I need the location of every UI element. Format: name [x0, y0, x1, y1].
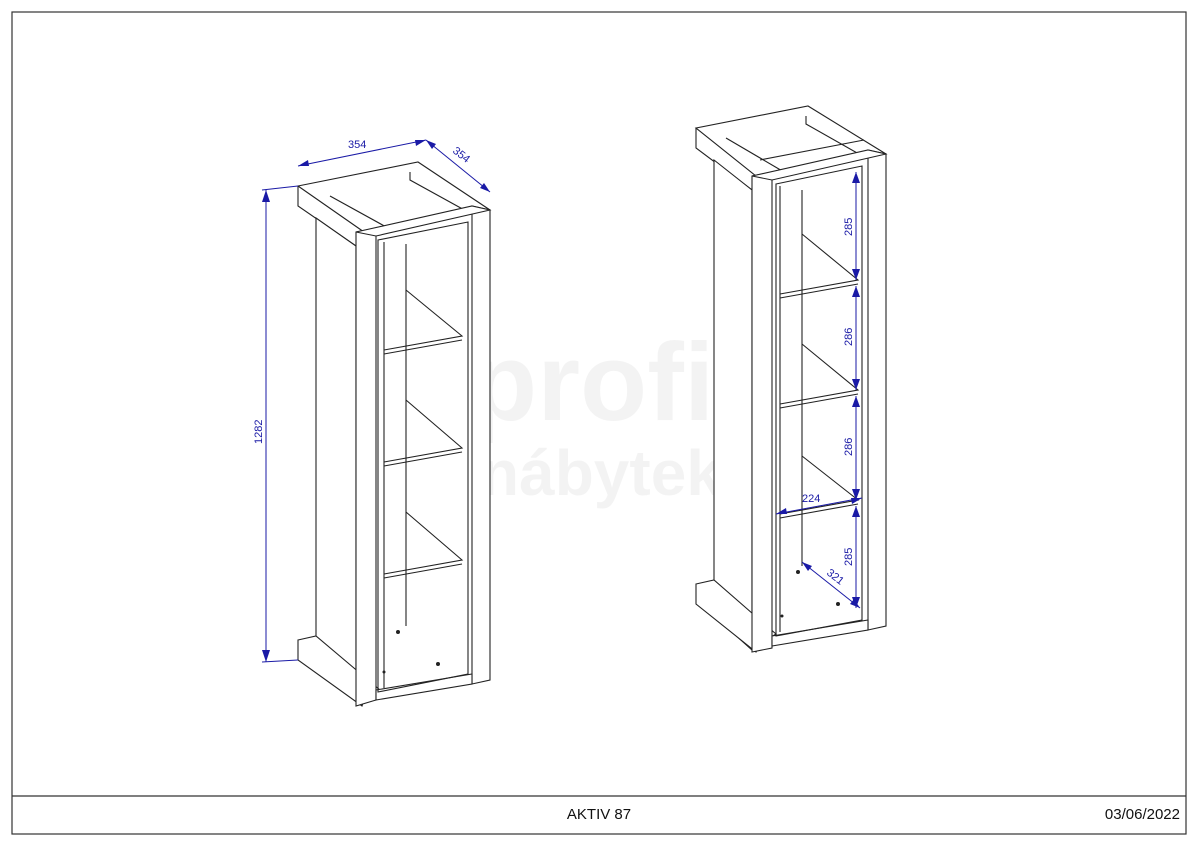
right-shelf-1 [779, 233, 860, 295]
right-interior-opening [775, 165, 863, 637]
left-top-line [329, 195, 389, 229]
right-dim-shelf-2-label: 286 [843, 328, 855, 346]
right-dim-shelf-4-label: 285 [843, 548, 855, 566]
left-top-plate [296, 161, 492, 233]
left-dim-width-label: 354 [348, 139, 366, 151]
right-dim-inner-depth-label: 321 [824, 567, 846, 588]
sheet-border [11, 11, 1187, 835]
left-top-notch [409, 172, 469, 213]
right-front-bottom-rail [771, 619, 869, 647]
left-shelves [382, 244, 464, 674]
left-shelf-1 [383, 289, 464, 351]
left-dim-height: 1282 [253, 185, 299, 663]
right-dim-shelf-3-label: 286 [843, 438, 855, 456]
left-side-panel [315, 216, 357, 692]
right-dim-shelf-1-label: 285 [843, 218, 855, 236]
left-cabinet-view: 354 354 1282 [253, 139, 492, 707]
right-cabinet-view: 285 286 286 285 224 321 [694, 105, 888, 653]
left-shelf-2 [383, 399, 464, 463]
right-dim-shelf-spacing: 285 286 286 285 [843, 172, 860, 608]
right-dim-inner-width-label: 224 [802, 493, 820, 505]
right-shelf-2 [779, 343, 860, 405]
right-front-post-right [867, 149, 887, 631]
left-front-post-left [355, 227, 377, 707]
left-dim-width: 354 [297, 139, 427, 167]
watermark: profi nábytek [470, 321, 722, 509]
left-shelf-3 [383, 511, 464, 575]
watermark-line1: profi [470, 321, 714, 444]
left-interior-opening [377, 221, 469, 693]
right-side-panel [713, 158, 753, 652]
left-front-bottom-rail [375, 673, 473, 701]
right-front-top-rail [751, 149, 887, 181]
drawing-date: 03/06/2022 [1104, 806, 1180, 823]
right-shelf-3 [779, 455, 860, 515]
title-block: AKTIV 87 03/06/2022 [12, 796, 1186, 834]
right-top-notch [805, 116, 867, 159]
left-front-post-right [471, 205, 491, 685]
right-dim-inner-depth: 321 [801, 561, 861, 609]
right-dim-inner-width: 224 [775, 493, 863, 515]
left-dim-height-label: 1282 [253, 420, 265, 444]
right-shelves [779, 233, 860, 618]
right-front-post-left [751, 171, 773, 653]
drawing-title: AKTIV 87 [566, 806, 632, 823]
left-front-top-rail [355, 205, 491, 237]
watermark-line2: nábytek [480, 437, 722, 509]
